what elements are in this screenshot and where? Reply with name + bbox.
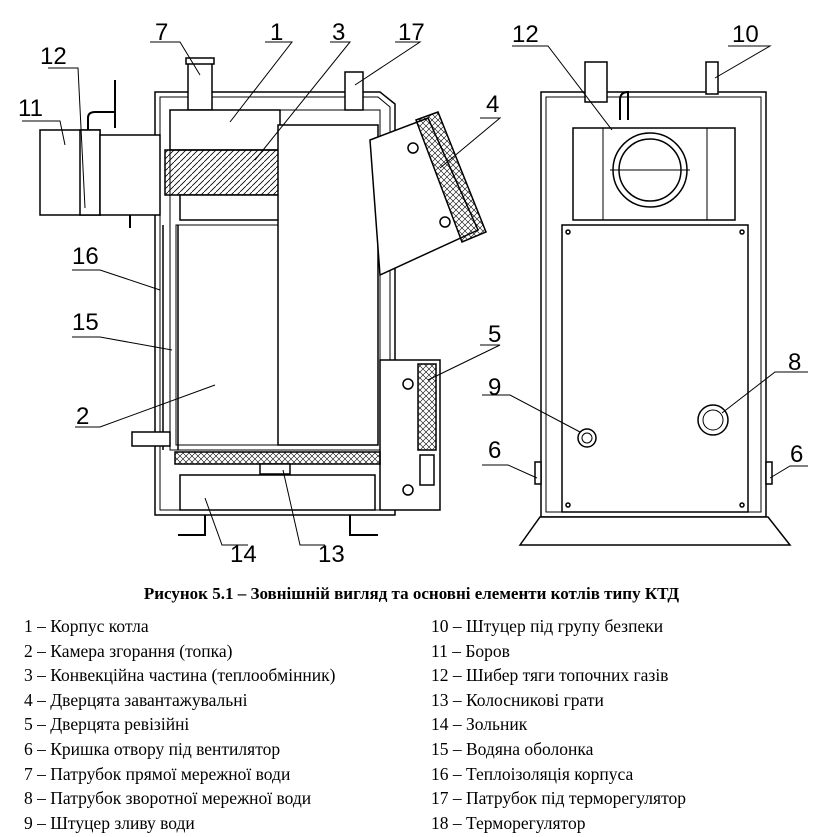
callout-12-side: 12 [40, 43, 67, 70]
legend-item: 7 – Патрубок прямої мережної води [24, 763, 291, 784]
legend-item: 9 – Штуцер зливу води [24, 812, 195, 833]
legend-item: 18 – Терморегулятор [431, 812, 586, 833]
callout-17: 17 [398, 19, 425, 46]
legend-item: 5 – Дверцята ревізійні [24, 714, 190, 735]
callout-2: 2 [76, 403, 89, 430]
callout-11: 11 [18, 95, 43, 122]
callout-16: 16 [72, 243, 99, 270]
callout-15: 15 [72, 309, 99, 336]
legend-right-column: 10 – Штуцер під групу безпеки 11 – Боров… [431, 614, 686, 835]
legend-left-column: 1 – Корпус котла 2 – Камера згорання (то… [24, 614, 336, 835]
legend-item: 6 – Кришка отвору під вентилятор [24, 738, 281, 759]
side-view [39, 57, 487, 536]
callout-1: 1 [270, 19, 283, 46]
callout-labels: 7 1 3 17 12 11 4 16 15 2 5 14 13 12 10 9… [18, 19, 803, 568]
side-leaders [22, 41, 502, 546]
legend-item: 8 – Патрубок зворотної мережної води [24, 788, 312, 809]
callout-3: 3 [332, 19, 345, 46]
legend-item: 13 – Колосникові грати [431, 689, 604, 710]
legend-item: 15 – Водяна оболонка [431, 738, 594, 759]
front-view [518, 61, 792, 546]
legend-item: 12 – Шибер тяги топочних газів [431, 665, 669, 686]
callout-6-left: 6 [488, 437, 501, 464]
legend-item: 16 – Теплоізоляція корпуса [431, 763, 634, 784]
legend-item: 11 – Боров [431, 640, 510, 661]
callout-8: 8 [788, 349, 801, 376]
callout-12-front: 12 [512, 21, 539, 48]
legend-item: 2 – Камера згорання (топка) [24, 640, 233, 661]
callout-5: 5 [488, 321, 501, 348]
boiler-diagram: 7 1 3 17 12 11 4 16 15 2 5 14 13 12 10 9… [18, 19, 808, 568]
callout-6-right: 6 [790, 441, 803, 468]
callout-9: 9 [488, 374, 501, 401]
callout-13: 13 [318, 541, 345, 568]
legend-item: 14 – Зольник [431, 714, 528, 735]
figure-caption: Рисунок 5.1 – Зовнішній вигляд та основн… [143, 584, 680, 603]
legend-item: 10 – Штуцер під групу безпеки [431, 616, 664, 636]
callout-4: 4 [486, 91, 499, 118]
legend-item: 3 – Конвекційна частина (теплообмінник) [24, 665, 336, 686]
callout-14: 14 [230, 541, 257, 568]
callout-10: 10 [732, 21, 759, 48]
legend-item: 17 – Патрубок під терморегулятор [431, 788, 686, 809]
front-leaders [482, 45, 808, 479]
callout-7: 7 [155, 19, 168, 46]
legend-item: 4 – Дверцята завантажувальні [24, 689, 248, 710]
legend-item: 1 – Корпус котла [24, 616, 149, 636]
